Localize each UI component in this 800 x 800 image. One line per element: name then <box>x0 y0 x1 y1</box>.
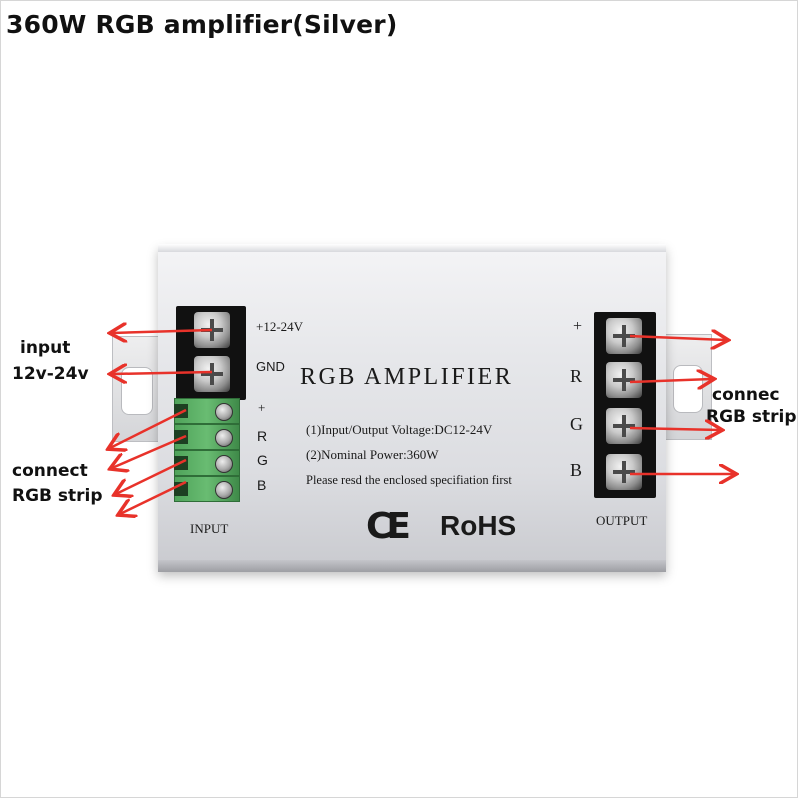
connector-wire-hole <box>174 456 188 470</box>
callout-connect-left: connect RGB strip <box>12 460 103 507</box>
right-flange-slot <box>673 365 703 413</box>
spec-power: (2)Nominal Power:360W <box>306 447 439 462</box>
spec-note: Please resd the enclosed specifiation fi… <box>306 473 512 487</box>
input-caption: INPUT <box>190 521 229 536</box>
callout-connect-left-line1: connect <box>12 461 88 481</box>
callout-connect-right: connec RGB strip <box>706 384 797 428</box>
output-caption: OUTPUT <box>596 513 648 528</box>
input-socket-plus[interactable] <box>215 403 233 421</box>
device-title: RGB AMPLIFIER <box>300 364 514 390</box>
spec-voltage: (1)Input/Output Voltage:DC12-24V <box>306 422 493 437</box>
input-label-plus-voltage: +12-24V <box>256 319 304 334</box>
output-screw-r[interactable] <box>606 362 642 398</box>
housing-bottom-edge <box>158 560 666 572</box>
callout-input: input 12v-24v <box>12 337 89 385</box>
input-screw-gnd[interactable] <box>194 356 230 392</box>
output-label-r: R <box>570 366 583 386</box>
input-label-b: B <box>257 477 267 493</box>
rohs-mark: RoHS <box>440 510 517 541</box>
input-screw-plus[interactable] <box>194 312 230 348</box>
output-screw-g[interactable] <box>606 408 642 444</box>
housing-top-edge <box>158 244 666 252</box>
connector-wire-hole <box>174 482 188 496</box>
input-label-g: G <box>257 452 268 468</box>
output-screw-plus[interactable] <box>606 318 642 354</box>
connector-wire-hole <box>174 404 188 418</box>
output-label-plus: + <box>573 318 583 335</box>
left-mounting-flange <box>112 336 164 442</box>
rgb-input-connector <box>174 398 240 502</box>
callout-input-line2: 12v-24v <box>12 364 89 384</box>
ce-mark: CE <box>366 506 411 547</box>
input-label-plus: + <box>258 400 266 415</box>
input-label-gnd: GND <box>256 359 285 374</box>
output-label-g: G <box>570 414 583 434</box>
callout-connect-right-line1: connec <box>712 385 780 405</box>
output-screw-b[interactable] <box>606 454 642 490</box>
output-label-b: B <box>570 460 583 480</box>
connector-divider <box>175 475 239 477</box>
page-title: 360W RGB amplifier(Silver) <box>6 10 398 39</box>
left-flange-slot <box>121 367 153 415</box>
input-socket-r[interactable] <box>215 429 233 447</box>
right-mounting-flange <box>662 334 712 440</box>
callout-connect-right-line2: RGB strip <box>706 407 797 427</box>
callout-input-line1: input <box>20 338 71 358</box>
connector-divider <box>175 423 239 425</box>
input-socket-b[interactable] <box>215 481 233 499</box>
amplifier-housing <box>158 244 666 570</box>
connector-divider <box>175 449 239 451</box>
callout-connect-left-line2: RGB strip <box>12 486 103 506</box>
connector-wire-hole <box>174 430 188 444</box>
input-socket-g[interactable] <box>215 455 233 473</box>
input-label-r: R <box>257 428 268 444</box>
